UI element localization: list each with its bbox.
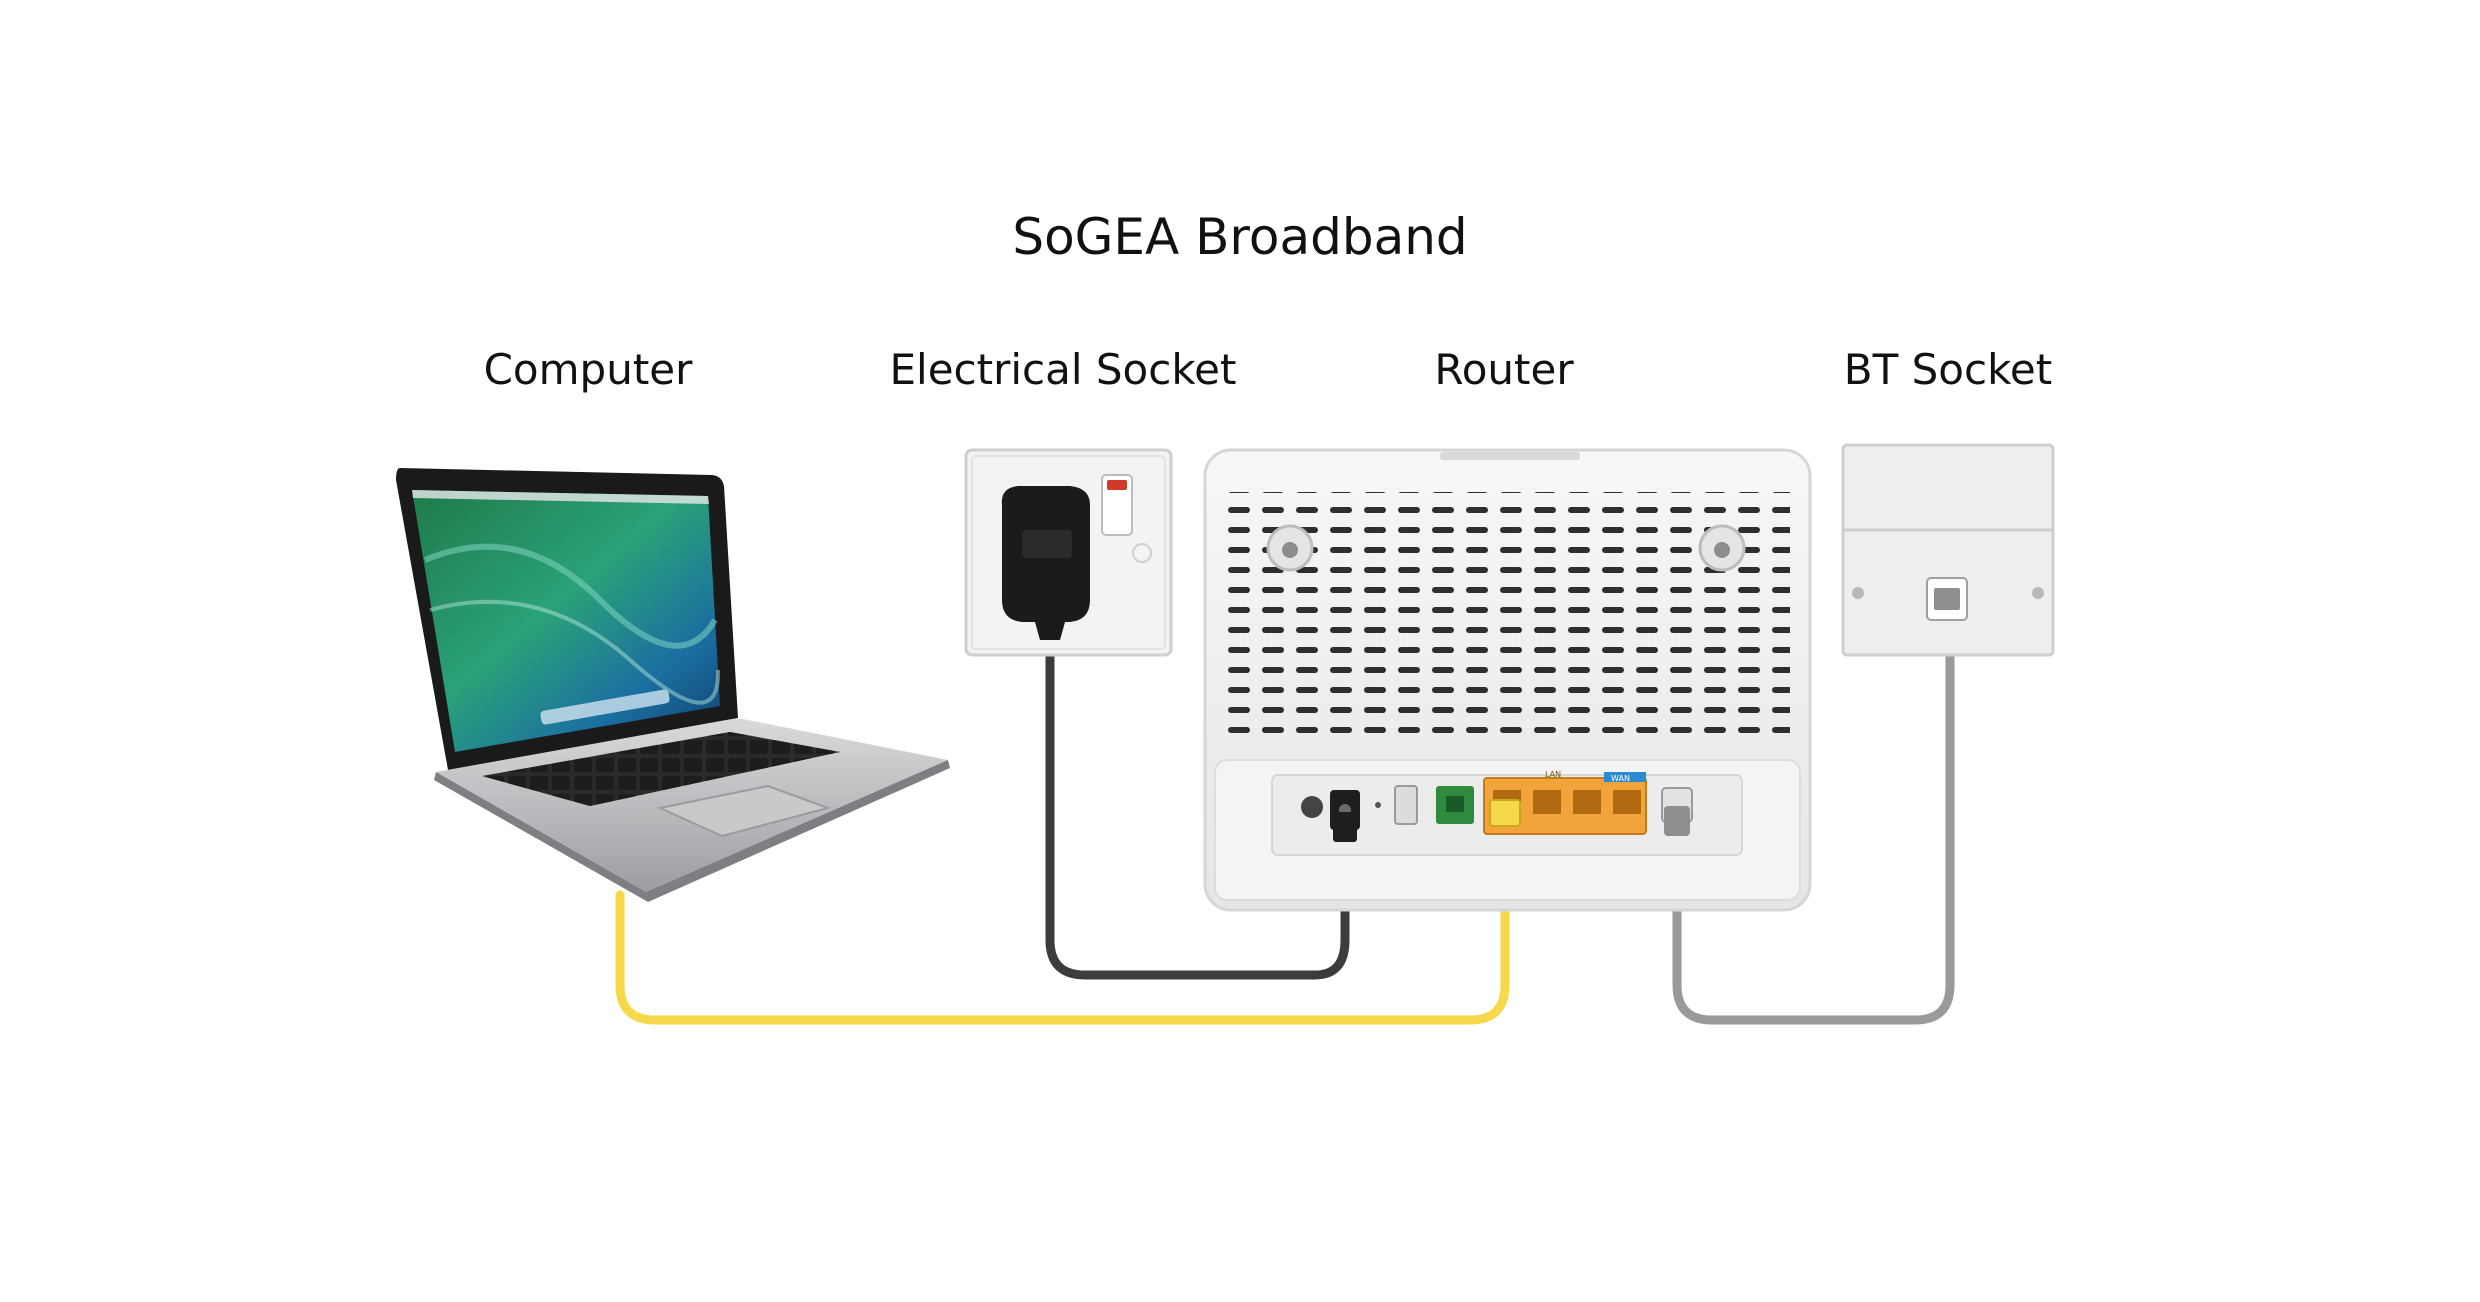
ethernet-cable — [615, 810, 1510, 1025]
diagram-title: SoGEA Broadband — [1012, 208, 1468, 266]
router-label: Router — [1434, 345, 1574, 394]
bt-socket-icon — [1841, 443, 2055, 657]
computer-label: Computer — [483, 345, 693, 394]
power-cable — [1045, 625, 1350, 980]
electrical-socket-label: Electrical Socket — [889, 345, 1237, 394]
router-lan-tag: LAN — [1545, 770, 1561, 779]
phone-cable — [1672, 615, 1955, 1025]
electrical-socket-icon — [964, 448, 1173, 657]
laptop-icon — [396, 468, 950, 902]
router-icon — [1203, 448, 1812, 912]
bt-socket-label: BT Socket — [1843, 345, 2053, 394]
router-wan-tag: WAN — [1611, 774, 1630, 783]
